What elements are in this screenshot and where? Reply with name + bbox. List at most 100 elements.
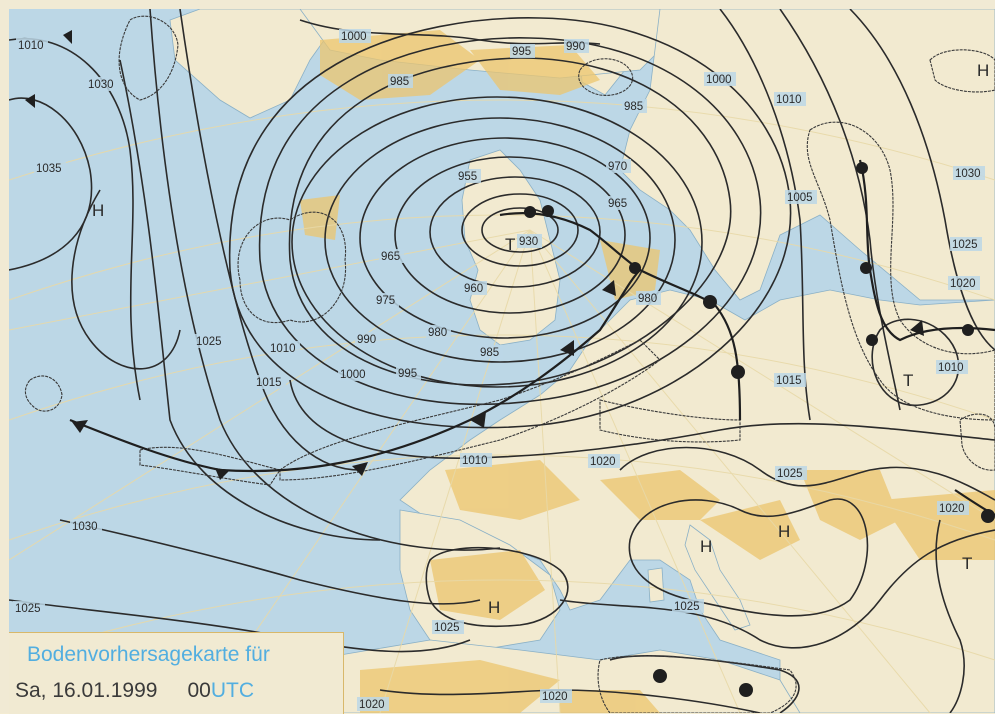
pressure-label: 990 xyxy=(357,334,376,346)
pressure-label-bg xyxy=(357,697,389,711)
pressure-label-bg xyxy=(564,39,589,53)
pressure-label-bg xyxy=(672,599,704,613)
map-legend: Bodenvorhersagekarte für Sa, 16.01.1999 0… xyxy=(9,632,344,714)
pressure-label: 1025 xyxy=(952,239,978,251)
pressure-label-bg xyxy=(948,276,980,290)
pressure-label: 955 xyxy=(458,171,477,183)
high-pressure-center: H xyxy=(700,537,712,556)
pressure-label: 1020 xyxy=(542,691,568,703)
pressure-label-bg xyxy=(462,281,487,295)
italy-landmass xyxy=(684,524,751,631)
pressure-labels: 1000 995 990 985 985 1000 1010 1030 1010 1035 955 9… xyxy=(13,29,985,711)
high-pressure-center: H xyxy=(92,201,104,220)
pressure-label: 1010 xyxy=(18,40,44,52)
pressure-label-bg xyxy=(34,161,66,175)
pressure-label-bg xyxy=(622,99,647,113)
pressure-label-bg xyxy=(636,291,661,305)
pressure-label: 1020 xyxy=(590,456,616,468)
pressure-label-bg xyxy=(517,234,542,248)
pressure-label: 1035 xyxy=(36,163,62,175)
pressure-label: 1030 xyxy=(88,79,114,91)
pressure-centers: H H T T H H H T xyxy=(92,61,989,617)
pressure-label-bg xyxy=(339,29,371,43)
pressure-label: 1025 xyxy=(674,601,700,613)
pressure-label: 1015 xyxy=(256,377,282,389)
pressure-label-bg xyxy=(13,601,45,615)
pressure-label-bg xyxy=(388,74,413,88)
pressure-label: 985 xyxy=(390,76,409,88)
pressure-label: 990 xyxy=(566,41,585,53)
low-pressure-center: T xyxy=(903,371,913,390)
british-isles-landmass xyxy=(461,149,561,346)
pressure-label-bg xyxy=(540,689,572,703)
pressure-label-bg xyxy=(785,190,817,204)
low-pressure-center: T xyxy=(962,554,972,573)
pressure-label: 1010 xyxy=(776,94,802,106)
pressure-label: 1020 xyxy=(939,503,965,515)
legend-datetime: Sa, 16.01.1999 00UTC xyxy=(15,679,254,703)
pressure-label-bg xyxy=(16,38,48,52)
pressure-label-bg xyxy=(510,44,535,58)
pressure-label-bg xyxy=(355,332,380,346)
pressure-label: 1020 xyxy=(950,278,976,290)
pressure-label: 1025 xyxy=(196,336,222,348)
legend-title: Bodenvorhersagekarte für xyxy=(27,643,270,666)
pressure-label-bg xyxy=(432,620,464,634)
high-pressure-center: H xyxy=(488,598,500,617)
front-symbols xyxy=(25,30,995,697)
low-pressure-center: T xyxy=(505,235,515,254)
pressure-label: 970 xyxy=(608,161,627,173)
isobars xyxy=(9,9,995,713)
sardinia-landmass xyxy=(647,567,665,603)
legend-date: Sa, 16.01.1999 xyxy=(15,679,158,702)
pressure-label-bg xyxy=(774,373,806,387)
pressure-label-bg xyxy=(254,375,286,389)
pressure-label-bg xyxy=(194,334,226,348)
pressure-label-bg xyxy=(374,293,399,307)
occluded-front-main xyxy=(499,212,742,421)
high-pressure-center: H xyxy=(977,61,989,80)
pressure-label: 1030 xyxy=(72,521,98,533)
pressure-label: 1005 xyxy=(787,192,813,204)
pressure-label: 1000 xyxy=(341,31,367,43)
pressure-label-bg xyxy=(478,345,503,359)
pressure-label: 985 xyxy=(624,101,643,113)
legend-time: 00 xyxy=(187,679,211,702)
pressure-label-bg xyxy=(606,196,631,210)
pressure-label-bg xyxy=(268,341,300,355)
cloud-outlines xyxy=(24,15,995,713)
pressure-label: 1030 xyxy=(955,168,981,180)
pressure-label-bg xyxy=(379,249,404,263)
pressure-label: 1010 xyxy=(938,362,964,374)
pressure-label: 995 xyxy=(512,46,531,58)
pressure-label: 1010 xyxy=(270,343,296,355)
front-east xyxy=(858,159,995,342)
pressure-label-bg xyxy=(588,454,620,468)
pressure-label-bg xyxy=(953,166,985,180)
pressure-label: 1000 xyxy=(706,74,732,86)
pressure-label-bg xyxy=(704,72,736,86)
cold-front-main xyxy=(69,269,641,473)
pressure-label-bg xyxy=(456,169,481,183)
pressure-label-bg xyxy=(86,77,118,91)
pressure-label: 960 xyxy=(464,283,483,295)
pressure-label: 980 xyxy=(638,293,657,305)
pressure-label: 1025 xyxy=(15,603,41,615)
pressure-label-bg xyxy=(426,325,451,339)
pressure-label-bg xyxy=(950,237,982,251)
weather-fronts xyxy=(69,159,995,516)
pressure-label: 1020 xyxy=(359,699,385,711)
pressure-label-bg xyxy=(396,366,421,380)
pressure-label: 985 xyxy=(480,347,499,359)
pressure-label-bg xyxy=(460,453,492,467)
high-pressure-center: H xyxy=(778,522,790,541)
pressure-label: 930 xyxy=(519,236,538,248)
pressure-label: 1015 xyxy=(776,375,802,387)
legend-utc: UTC xyxy=(210,679,254,702)
pressure-label: 965 xyxy=(608,198,627,210)
pressure-label: 975 xyxy=(376,295,395,307)
pressure-label: 1025 xyxy=(777,468,803,480)
pressure-label-bg xyxy=(606,159,631,173)
pressure-label: 995 xyxy=(398,368,417,380)
